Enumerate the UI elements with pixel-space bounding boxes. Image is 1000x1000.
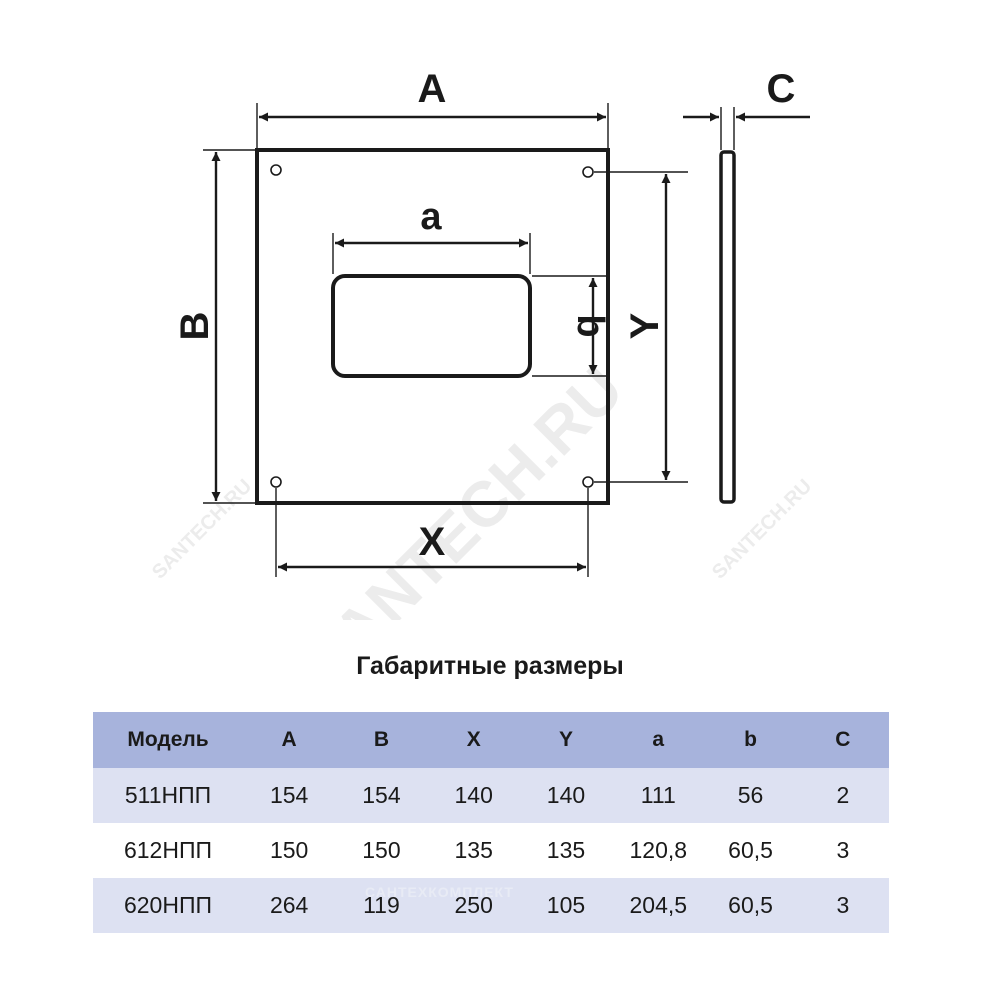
header-a-lower: a xyxy=(612,712,705,768)
table-row: 620НПП 264 119 250 105 204,5 60,5 3 xyxy=(93,878,889,933)
cell-b-lower: 60,5 xyxy=(704,823,797,878)
dimensions-table: Модель A B X Y a b C 511НПП 154 154 140 … xyxy=(93,712,889,933)
plate-outline xyxy=(255,148,610,505)
cell-a: 264 xyxy=(243,878,336,933)
cell-x: 250 xyxy=(427,878,520,933)
cell-y: 105 xyxy=(519,878,613,933)
cell-y: 135 xyxy=(519,823,613,878)
table-title: Габаритные размеры xyxy=(356,652,624,680)
cell-a-lower: 111 xyxy=(612,768,705,823)
cell-y: 140 xyxy=(519,768,613,823)
cell-b-lower: 56 xyxy=(704,768,797,823)
header-model: Модель xyxy=(93,712,243,768)
label-a-width: A xyxy=(418,67,447,111)
cell-x: 135 xyxy=(427,823,520,878)
label-y-hole-spacing: Y xyxy=(623,312,667,339)
hole-top-right xyxy=(582,166,594,178)
cell-a: 154 xyxy=(243,768,336,823)
cell-model: 612НПП xyxy=(93,823,243,878)
cell-c: 2 xyxy=(796,768,889,823)
label-c-thickness: C xyxy=(767,67,796,111)
cell-b-lower: 60,5 xyxy=(704,878,797,933)
header-y: Y xyxy=(519,712,613,768)
cutout-outline xyxy=(331,274,532,378)
table-row: 612НПП 150 150 135 135 120,8 60,5 3 xyxy=(93,823,889,878)
label-b-height: B xyxy=(173,312,217,341)
hole-bottom-right xyxy=(582,476,594,488)
label-b-cutout-height: b xyxy=(569,314,611,337)
cell-a-lower: 204,5 xyxy=(612,878,705,933)
table-header-row: Модель A B X Y a b C xyxy=(93,712,889,768)
cell-a: 150 xyxy=(243,823,336,878)
cell-b: 154 xyxy=(335,768,428,823)
cell-x: 140 xyxy=(427,768,520,823)
header-b: B xyxy=(335,712,428,768)
cell-b: 150 xyxy=(335,823,428,878)
cell-c: 3 xyxy=(796,878,889,933)
cell-a-lower: 120,8 xyxy=(612,823,705,878)
watermark-small-right: SANTECH.RU xyxy=(708,475,816,583)
cell-b: 119 xyxy=(335,878,428,933)
table-row: 511НПП 154 154 140 140 111 56 2 xyxy=(93,768,889,823)
header-c: C xyxy=(796,712,889,768)
side-profile xyxy=(719,150,736,504)
hole-top-left xyxy=(270,164,282,176)
technical-drawing: SANTECH.RU SANTECH.RU SANTECH.RU xyxy=(148,67,816,620)
header-x: X xyxy=(427,712,520,768)
cell-model: 511НПП xyxy=(93,768,243,823)
watermark-small-left: SANTECH.RU xyxy=(148,475,256,583)
label-a-cutout-width: a xyxy=(420,196,442,238)
hole-bottom-left xyxy=(270,476,282,488)
header-a: A xyxy=(243,712,336,768)
cell-c: 3 xyxy=(796,823,889,878)
label-x-hole-spacing: X xyxy=(419,520,446,564)
header-b-lower: b xyxy=(704,712,797,768)
cell-model: 620НПП xyxy=(93,878,243,933)
